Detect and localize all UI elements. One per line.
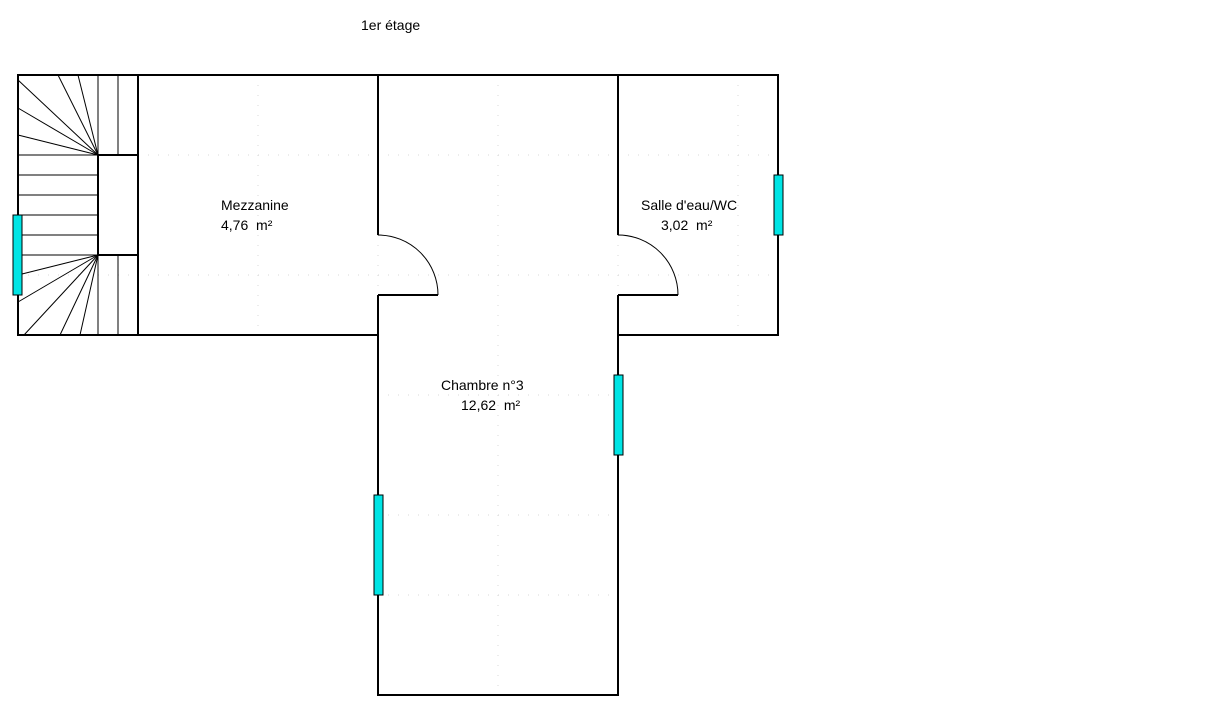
staircase	[17, 74, 139, 336]
room-area-salle-eau: 3,02 m²	[661, 217, 713, 233]
room-name-mezzanine: Mezzanine	[221, 197, 289, 213]
window-salle-eau	[773, 174, 784, 236]
room-name-chambre-3: Chambre n°3	[441, 377, 524, 393]
door-salle-eau	[617, 234, 679, 296]
door-mezzanine	[377, 234, 439, 296]
room-area-mezzanine: 4,76 m²	[221, 217, 273, 233]
room-area-chambre-3: 12,62 m²	[461, 397, 520, 413]
window-chambre-west	[373, 494, 384, 596]
window-chambre-east	[613, 374, 624, 456]
floor-title: 1er étage	[361, 17, 420, 33]
faint-grid	[17, 75, 778, 695]
room-name-salle-eau: Salle d'eau/WC	[641, 197, 737, 213]
exterior-walls	[17, 74, 779, 696]
window-staircase	[12, 214, 23, 296]
windows	[12, 174, 784, 596]
